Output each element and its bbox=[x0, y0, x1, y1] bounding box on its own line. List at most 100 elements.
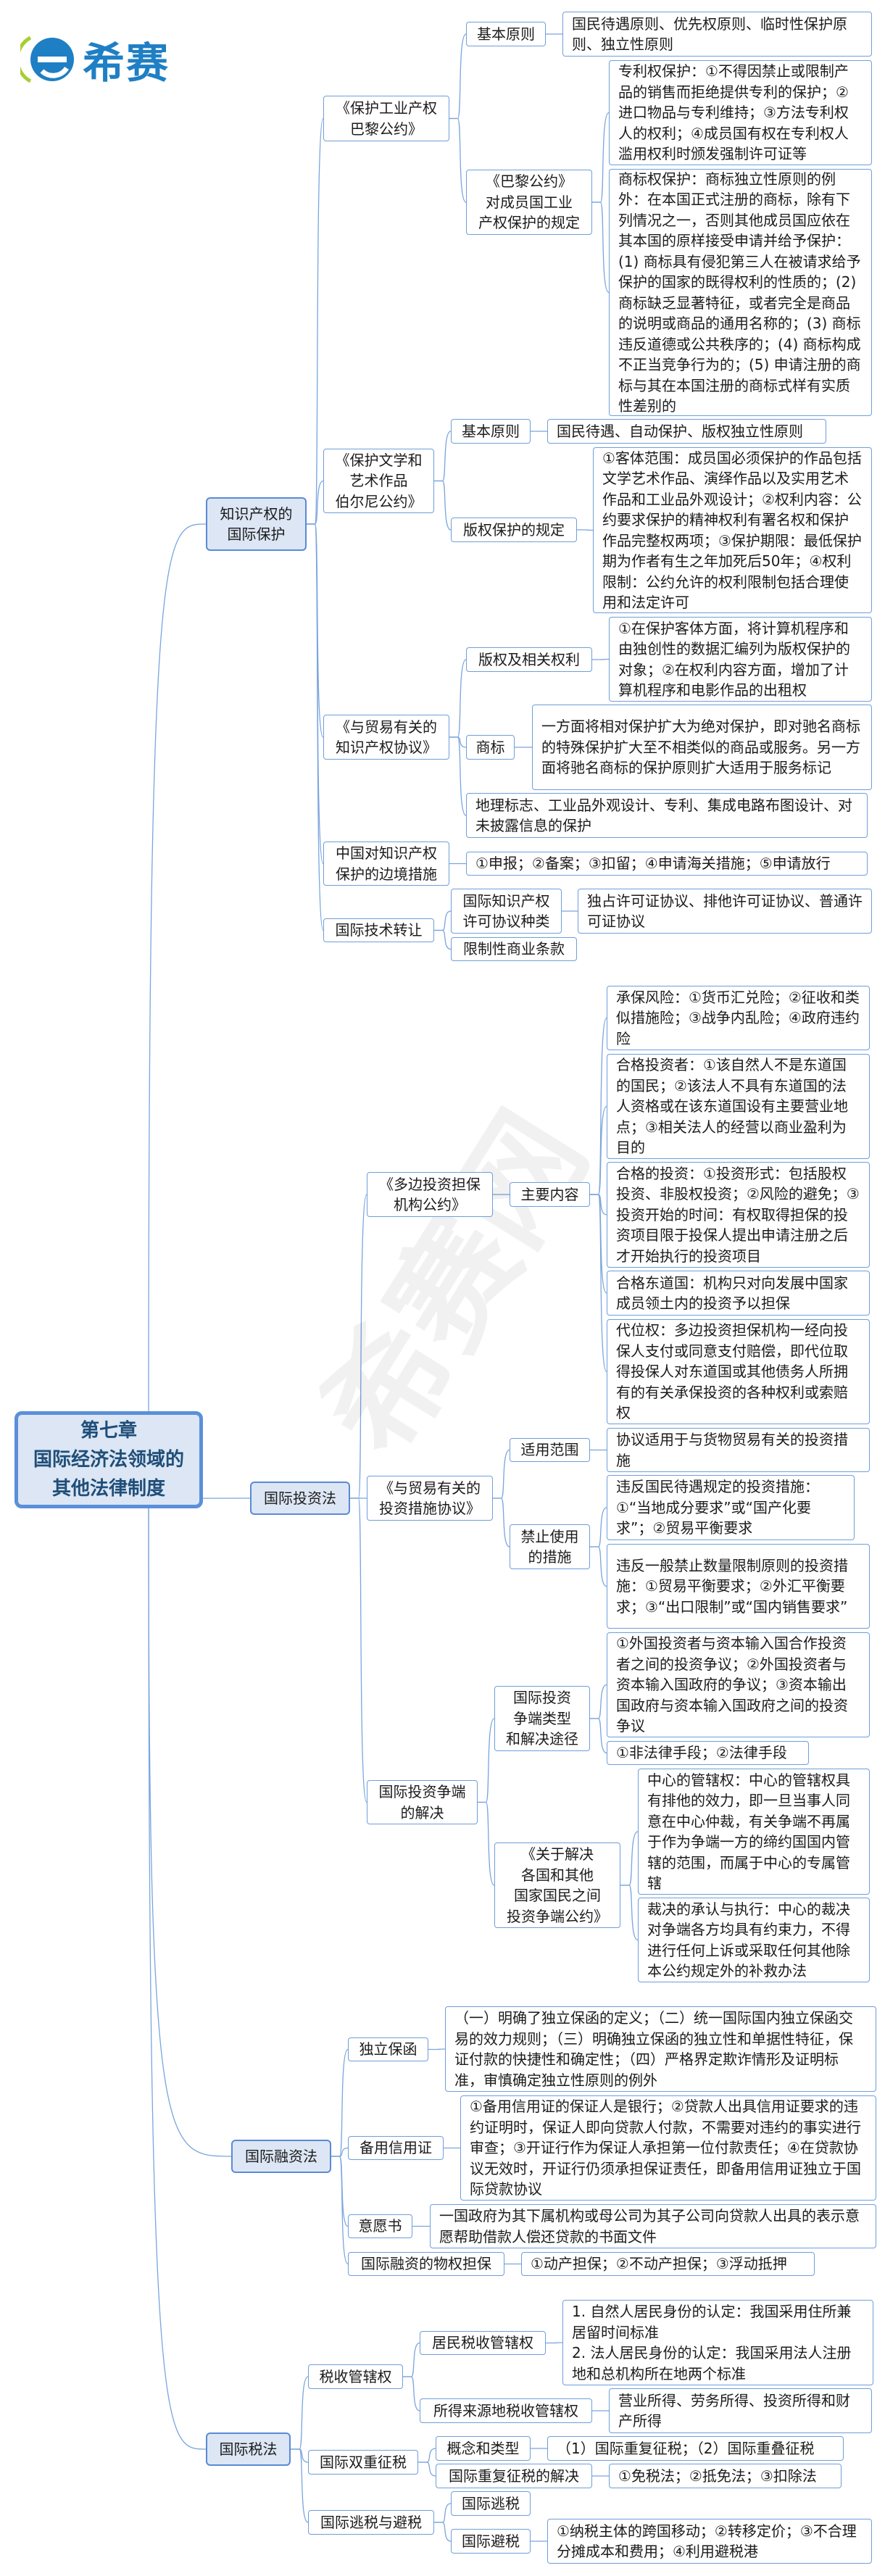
connector-line bbox=[291, 2448, 309, 2523]
topic-license-types: 国际知识产权 许可协议种类 bbox=[451, 889, 562, 934]
root-label: 第七章 国际经济法领域的 其他法律制度 bbox=[33, 1420, 184, 1500]
topic-label: 国际逃税与避税 bbox=[320, 2513, 422, 2531]
topic-trademark: 商标 bbox=[466, 735, 515, 760]
branch-finance-law: 国际融资法 bbox=[231, 2140, 331, 2173]
topic-label: 国际投资 争端类型 和解决途径 bbox=[506, 1689, 578, 1748]
topic-basic-principles: 基本原则 bbox=[466, 22, 546, 46]
content-tax-avoidance: ①纳税主体的跨国移动；②转移定价；③不合理分摊成本和费用；④利用避税港 bbox=[547, 2519, 872, 2564]
content-text: 一国政府为其下属机构或母公司为其子公司向贷款人出具的表示意愿帮助借款人偿还贷款的… bbox=[439, 2207, 860, 2245]
topic-paris-convention: 《保护工业产权 巴黎公约》 bbox=[323, 96, 449, 141]
content-text: 承保风险：①货币汇兑险；②征收和类似措施险；③战争内乱险；④政府违约险 bbox=[616, 988, 860, 1047]
logo-text: 希赛 bbox=[83, 38, 170, 88]
content-ban-quantity: 违反一般禁止数量限制原则的投资措施：①贸易平衡要求；②外汇平衡要求；③“出口限制… bbox=[607, 1544, 870, 1629]
content-ban-national-treatment: 违反国民待遇规定的投资措施：①“当地成分要求”或“国产化要求”；②贸易平衡要求 bbox=[607, 1475, 855, 1540]
content-letter-of-intent: 一国政府为其下属机构或母公司为其子公司向贷款人出具的表示意愿帮助借款人偿还贷款的… bbox=[430, 2204, 876, 2248]
topic-main-content: 主要内容 bbox=[510, 1182, 590, 1207]
topic-label: 居民税收管辖权 bbox=[432, 2334, 533, 2352]
topic-double-tax-solution: 国际重复征税的解决 bbox=[436, 2464, 592, 2488]
content-text: 商标权保护：商标独立性原则的例外：在本国正式注册的商标，除有下列情况之一，否则其… bbox=[618, 170, 861, 415]
content-text: 合格的投资：①投资形式：包括股权投资、非股权投资；②风险的避免；③投资开始的时间… bbox=[616, 1164, 860, 1265]
content-text: 一方面将相对保护扩大为绝对保护，即对驰名商标的特殊保护扩大至不相类似的商品或服务… bbox=[541, 718, 860, 777]
content-trips-others: 地理标志、工业品外观设计、专利、集成电路布图设计、对未披露信息的保护 bbox=[466, 793, 868, 838]
content-text: ①申报；②备案；③扣留；④申请海关措施；⑤申请放行 bbox=[475, 855, 831, 873]
content-text: 专利权保护：①不得因禁止或限制产品的销售而拒绝提供专利的保护；②进口物品与专利维… bbox=[618, 62, 849, 163]
branch-investment-law: 国际投资法 bbox=[250, 1482, 350, 1515]
content-double-tax-solution: ①免税法；②抵免法；③扣除法 bbox=[609, 2464, 842, 2488]
topic-independent-guarantee: 独立保函 bbox=[348, 2037, 428, 2061]
connector-line bbox=[592, 201, 610, 294]
connector-line bbox=[418, 2448, 436, 2463]
content-source-jurisdiction: 营业所得、劳务所得、投资所得和财产所得 bbox=[609, 2388, 872, 2433]
topic-label: 商标 bbox=[475, 738, 505, 756]
topic-paris-rules: 《巴黎公约》 对成员国工业 产权保护的规定 bbox=[466, 170, 592, 235]
content-text: （1）国际重复征税；（2）国际重叠征税 bbox=[557, 2439, 815, 2457]
topic-label: 限制性商业条款 bbox=[463, 940, 565, 958]
branch-ip-protection: 知识产权的 国际保护 bbox=[206, 497, 307, 551]
topic-label: 国际融资的物权担保 bbox=[361, 2255, 491, 2273]
connector-line bbox=[434, 431, 452, 482]
topic-label: 国际投资争端 的解决 bbox=[378, 1783, 466, 1821]
connector-line bbox=[478, 1801, 495, 1886]
content-dispute-types: ①外国投资者与资本输入国合作投资者之间的投资争议；②外国投资者与资本输入国政府的… bbox=[607, 1632, 870, 1737]
connector-line bbox=[148, 1508, 207, 2450]
connector-line bbox=[449, 659, 467, 738]
topic-label: 适用范围 bbox=[520, 1441, 579, 1459]
connector-line bbox=[434, 480, 452, 531]
connector-line bbox=[307, 117, 324, 525]
topic-tech-transfer: 国际技术转让 bbox=[323, 918, 434, 942]
topic-standby-lc: 备用信用证 bbox=[348, 2136, 444, 2160]
content-patent-protection: 专利权保护：①不得因禁止或限制产品的销售而拒绝提供专利的保护；②进口物品与专利维… bbox=[609, 60, 872, 165]
topic-resident-jurisdiction: 居民税收管辖权 bbox=[420, 2331, 546, 2355]
connector-line bbox=[493, 1497, 510, 1547]
topic-label: 《保护工业产权 巴黎公约》 bbox=[336, 99, 437, 138]
topic-concept-types: 概念和类型 bbox=[436, 2436, 531, 2461]
topic-berne-convention: 《保护文学和 艺术作品 伯尔尼公约》 bbox=[323, 449, 434, 513]
content-text: ①动产担保；②不动产担保；③浮动抵押 bbox=[531, 2255, 787, 2273]
connector-line bbox=[620, 1831, 639, 1886]
content-text: ①外国投资者与资本输入国合作投资者之间的投资争议；②外国投资者与资本输入国政府的… bbox=[616, 1634, 848, 1735]
topic-label: 税收管辖权 bbox=[319, 2367, 392, 2385]
content-text: 协议适用于与货物贸易有关的投资措施 bbox=[616, 1431, 848, 1469]
topic-source-jurisdiction: 所得来源地税收管辖权 bbox=[420, 2398, 592, 2423]
topic-label: 概念和类型 bbox=[446, 2439, 520, 2457]
connector-line bbox=[590, 1105, 607, 1195]
content-eligible-investment: 合格的投资：①投资形式：包括股权投资、非股权投资；②风险的避免；③投资开始的时间… bbox=[607, 1162, 870, 1268]
connector-line bbox=[331, 2147, 349, 2157]
content-trips-trademark: 一方面将相对保护扩大为绝对保护，即对驰名商标的特殊保护扩大至不相类似的商品或服务… bbox=[532, 705, 872, 790]
connector-line bbox=[449, 33, 467, 120]
content-text: 违反一般禁止数量限制原则的投资措施：①贸易平衡要求；②外汇平衡要求；③“出口限制… bbox=[616, 1556, 848, 1616]
connector-line bbox=[592, 112, 610, 203]
content-copyright-rules: ①客体范围：成员国必须保护的作品包括文学艺术作品、演绎作品以及实用艺术作品和工业… bbox=[593, 447, 872, 613]
content-berne-basic: 国民待遇、自动保护、版权独立性原则 bbox=[547, 419, 826, 444]
topic-label: 版权保护的规定 bbox=[463, 520, 565, 539]
connector-line bbox=[307, 523, 324, 931]
connector-line bbox=[590, 1546, 607, 1587]
content-eligible-host: 合格东道国：机构只对向发展中国家成员领土内的投资予以担保 bbox=[607, 1271, 870, 1316]
topic-label: 国际重复征税的解决 bbox=[449, 2467, 579, 2485]
content-text: 中心的管辖权：中心的管辖权具有排他的效力，即一旦当事人同意在中心仲裁，有关争端不… bbox=[647, 1771, 850, 1892]
connector-line bbox=[307, 523, 324, 865]
topic-label: 国际双重征税 bbox=[320, 2453, 407, 2471]
connector-line bbox=[449, 736, 467, 816]
content-trips-copyright: ①在保护客体方面，将计算机程序和由独创性的数据汇编列为版权保护的对象；②在权利内… bbox=[609, 617, 872, 702]
logo-e-icon bbox=[20, 36, 74, 83]
topic-copyright-rules: 版权保护的规定 bbox=[451, 518, 577, 542]
connector-line bbox=[434, 2522, 452, 2542]
content-text: 违反国民待遇规定的投资措施：①“当地成分要求”或“国产化要求”；②贸易平衡要求 bbox=[616, 1478, 819, 1537]
topic-label: 《多边投资担保 机构公约》 bbox=[379, 1175, 481, 1214]
content-text: ①在保护客体方面，将计算机程序和由独创性的数据汇编列为版权保护的对象；②在权利内… bbox=[618, 619, 850, 699]
content-license-types: 独占许可证协议、排他许可证协议、普通许可证协议 bbox=[578, 889, 872, 934]
content-text: （一）明确了独立保函的定义；（二）统一国际国内独立保函交易的效力规则；（三）明确… bbox=[454, 2009, 853, 2089]
content-paris-basic: 国民待遇原则、优先权原则、临时性保护原则、独立性原则 bbox=[562, 12, 872, 57]
content-text: 合格投资者：①该自然人不是东道国的国民；②该法人不具有东道国的法人资格或在该东道… bbox=[616, 1056, 848, 1157]
topic-dispute-types: 国际投资 争端类型 和解决途径 bbox=[494, 1686, 590, 1751]
connector-line bbox=[148, 1508, 232, 2157]
connector-line bbox=[478, 1718, 495, 1803]
content-concept-types: （1）国际重复征税；（2）国际重叠征税 bbox=[547, 2436, 844, 2461]
connector-line bbox=[620, 1885, 639, 1941]
connector-line bbox=[449, 117, 467, 203]
topic-label: 意愿书 bbox=[358, 2217, 402, 2235]
connector-line bbox=[590, 1684, 607, 1719]
connector-line bbox=[350, 1497, 367, 1803]
content-text: 裁决的承认与执行：中心的裁决对争端各方均具有约束力，不得进行任何上诉或采取任何其… bbox=[647, 1900, 850, 1980]
